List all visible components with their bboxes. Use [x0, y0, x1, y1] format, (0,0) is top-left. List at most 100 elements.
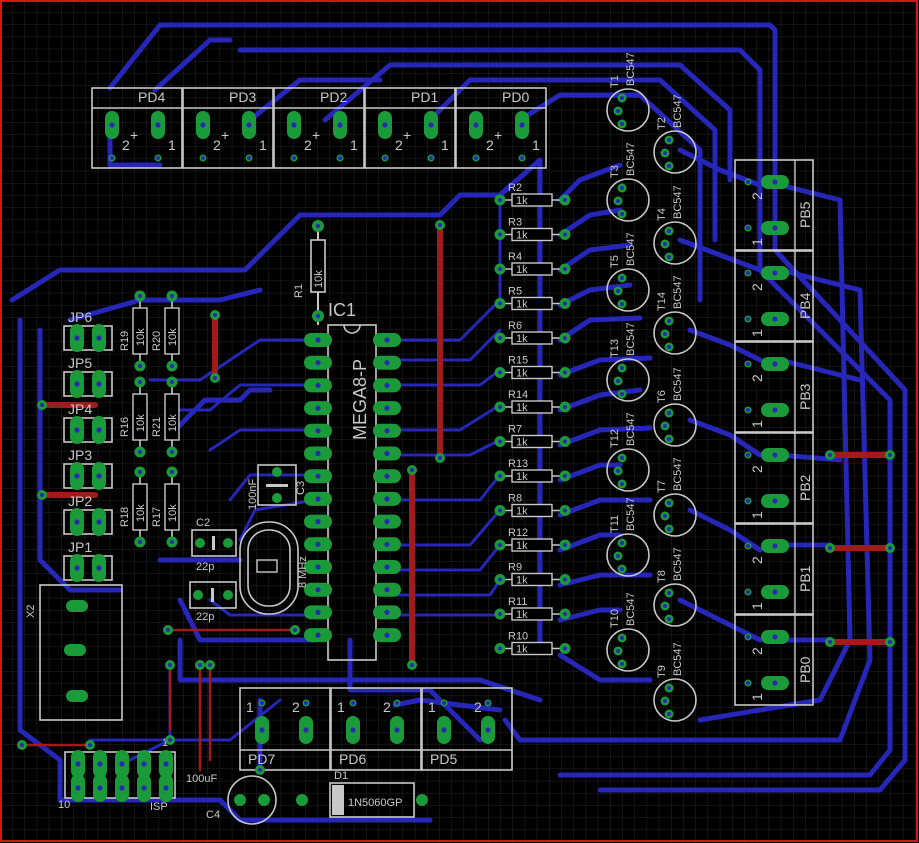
drill-hole [315, 405, 321, 411]
r1-value: 10k [313, 270, 325, 288]
drill-hole [259, 727, 265, 733]
drill-hole [315, 337, 321, 343]
drill-hole [170, 364, 174, 368]
drill-hole [498, 474, 502, 478]
drill-hole [667, 229, 671, 233]
pin-number-two: 2 [749, 374, 765, 382]
drill-hole [888, 546, 892, 550]
drill-hole [74, 473, 80, 479]
drill-hole [772, 498, 778, 504]
transistor-part: BC547 [672, 94, 684, 128]
drill-hole [96, 519, 102, 525]
resistor-name: R21 [151, 417, 163, 437]
drill-hole [138, 470, 142, 474]
crystal: 8 MHz [239, 521, 309, 615]
drill-hole [428, 122, 434, 128]
resistor-name: R4 [508, 251, 522, 263]
drill-hole [563, 336, 567, 340]
drill-hole [620, 96, 624, 100]
pin-number-two: 2 [749, 556, 765, 564]
drill-hole [338, 156, 342, 160]
pin-number-two: 2 [486, 137, 494, 153]
pin-number-two: 2 [304, 137, 312, 153]
drill-hole [620, 302, 624, 306]
jumper-name: JP4 [68, 401, 92, 417]
drill-hole [315, 541, 321, 547]
drill-hole [498, 301, 502, 306]
drill-hole [315, 632, 321, 638]
d1-part: 1N5060GP [348, 797, 402, 809]
drill-hole [384, 382, 390, 388]
drill-hole [746, 499, 750, 503]
resistor-column: R21kR31kR41kR51kR61kR151kR141kR71kR131kR… [494, 182, 571, 656]
drill-hole [351, 701, 355, 705]
drill-hole [498, 543, 502, 547]
drill-hole [200, 122, 206, 128]
drill-hole [563, 474, 567, 478]
transistor-name: T5 [609, 255, 621, 268]
resistor-value: 1k [516, 575, 528, 587]
drill-hole [667, 319, 671, 323]
drill-hole [395, 701, 399, 705]
drill-hole [746, 544, 750, 548]
drill-hole [170, 294, 174, 298]
drill-hole [384, 337, 390, 343]
drill-hole [772, 407, 778, 413]
drill-hole [772, 225, 778, 231]
transistor-part: BC547 [625, 592, 637, 626]
drill-hole [74, 427, 80, 433]
resistor-name: R14 [508, 389, 528, 401]
jumper-jp6: JP6 [63, 309, 113, 352]
transistor-name: T12 [609, 429, 621, 448]
pin-number-one: 1 [749, 511, 765, 519]
drill-hole [304, 701, 308, 705]
drill-hole [382, 122, 388, 128]
d1-name: D1 [334, 770, 348, 782]
jumper-jp2: JP2 [63, 493, 113, 536]
pin-number-two: 2 [749, 647, 765, 655]
resistor-value: 1k [516, 506, 528, 518]
ic1-part: MEGA8-P [350, 359, 370, 440]
transistor-part: BC547 [672, 457, 684, 491]
drill-hole [198, 663, 202, 667]
drill-hole [141, 761, 147, 767]
transistor-part: BC547 [625, 142, 637, 176]
plus-mark: + [494, 127, 502, 143]
pin-number-one: 1 [749, 238, 765, 246]
c2-capacitor: C2 22p [191, 517, 237, 573]
transistor-part: BC547 [672, 547, 684, 581]
drill-hole [667, 686, 671, 690]
drill-hole [247, 156, 251, 160]
pin-number-two: 2 [383, 699, 391, 715]
drill-hole [384, 519, 390, 525]
drill-hole [563, 405, 567, 409]
drill-hole [772, 270, 778, 276]
pin-number-two: 2 [749, 283, 765, 291]
drill-hole [170, 540, 174, 544]
drill-hole [337, 122, 343, 128]
drill-hole [74, 565, 80, 571]
resistor-name: R17 [151, 507, 163, 527]
drill-hole [315, 564, 321, 570]
drill-hole [620, 662, 624, 666]
plus-mark: + [403, 127, 411, 143]
transistor-part: BC547 [625, 52, 637, 86]
transistor-part: BC547 [672, 185, 684, 219]
resistor-value: 10k [135, 328, 147, 346]
drill-hole [667, 501, 671, 505]
